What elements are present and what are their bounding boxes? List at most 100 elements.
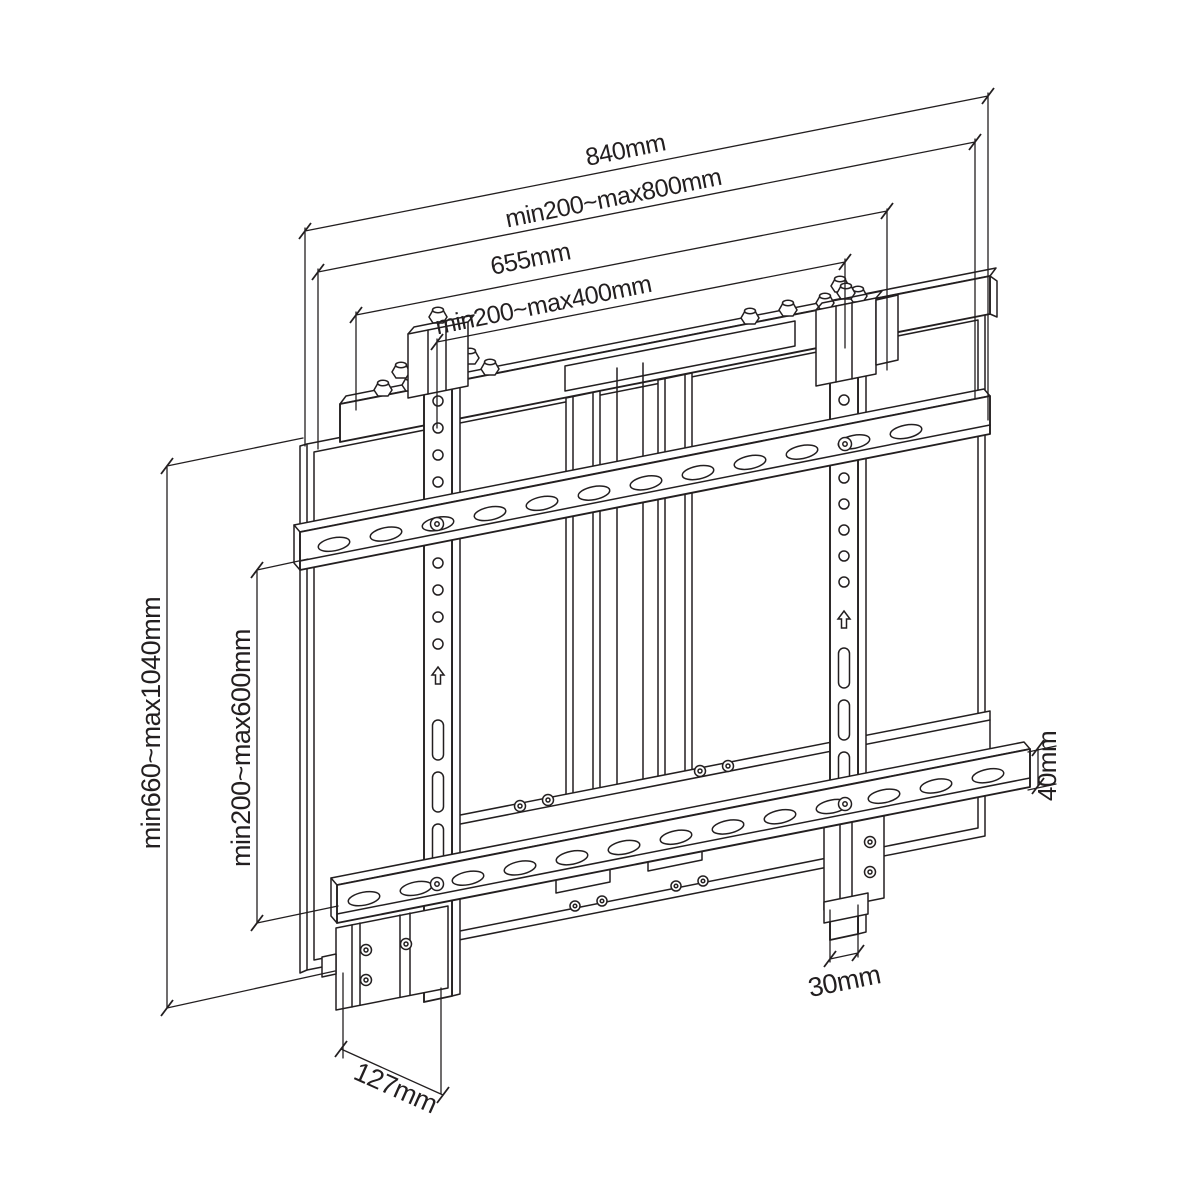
dimension-label-vesa-height-range: min200~max600mm <box>226 629 256 867</box>
screw-head <box>569 900 581 912</box>
up-arrow-icon <box>430 665 446 685</box>
screw-head <box>863 835 877 849</box>
oval-slot <box>451 870 485 887</box>
dimension-tick <box>838 253 852 271</box>
oval-slot <box>347 890 381 907</box>
shelf-screws <box>513 759 735 813</box>
hex-bolt-cap <box>839 282 853 290</box>
dimension-label-depth: 127mm <box>350 1056 442 1119</box>
dimension-label-vesa-width-range: min200~max400mm <box>433 270 654 341</box>
oval-slot <box>525 495 559 512</box>
rail-hole <box>838 498 850 510</box>
screw-head <box>596 895 608 907</box>
screw-head <box>513 799 527 813</box>
rail-hole <box>432 476 444 488</box>
dimension-tick <box>1031 739 1045 757</box>
oval-slot <box>473 505 507 522</box>
screw-center <box>700 878 706 884</box>
right-rail-top-hook <box>815 290 899 387</box>
hex-bolt-cap <box>743 307 757 315</box>
lower-tv-rail <box>330 741 1031 924</box>
screw-center <box>842 801 848 807</box>
foot-screws <box>359 835 877 987</box>
rail-hole <box>432 395 444 407</box>
oval-slot <box>607 839 641 856</box>
hex-bolt-cap <box>483 358 497 366</box>
upper-tv-rail <box>293 388 991 571</box>
dimension-tick <box>160 457 174 475</box>
screw-center <box>673 883 679 889</box>
oval-slot <box>785 444 819 460</box>
screw-center <box>842 441 848 447</box>
dimension-tick <box>430 333 444 351</box>
oval-slot <box>971 767 1005 784</box>
oval-slot <box>889 423 923 440</box>
hex-bolt-cap <box>431 306 445 314</box>
oval-slot <box>317 536 351 553</box>
oval-slot <box>867 788 901 805</box>
dimension-tick <box>851 944 865 962</box>
dimension-tick <box>968 133 982 151</box>
dimension-label-height-range: min660~max1040mm <box>136 597 166 849</box>
screw-center <box>434 881 440 887</box>
oval-slot <box>577 485 611 501</box>
up-arrow-icons <box>430 609 852 685</box>
dimension-tick <box>298 222 312 240</box>
screw-center <box>867 839 873 845</box>
rail-slot <box>431 719 445 761</box>
screw-center <box>363 977 369 983</box>
screw-center <box>572 903 578 909</box>
screw-head <box>429 876 445 892</box>
screw-center <box>867 869 873 875</box>
dimension-lines <box>166 92 1057 1096</box>
dimension-tick <box>334 1040 348 1058</box>
rail-hole <box>838 524 850 536</box>
dimension-tick <box>436 1086 450 1104</box>
dimension-tick <box>823 950 837 968</box>
oval-slot <box>763 808 797 825</box>
rail-hole <box>432 449 444 461</box>
oval-slot <box>369 526 403 542</box>
rail-slot <box>431 771 445 813</box>
screw-center <box>363 947 369 953</box>
oval-slot <box>659 829 693 846</box>
left-rail-top-hook <box>407 314 475 399</box>
rail-hole <box>432 611 444 623</box>
screw-head <box>359 943 373 957</box>
dimension-ticks <box>160 87 1045 1104</box>
screw-head <box>697 875 709 887</box>
oval-slot <box>555 849 589 866</box>
rail-slot <box>837 647 851 689</box>
screw-head <box>429 516 445 532</box>
screw-head <box>359 973 373 987</box>
hex-bolt-cap <box>781 299 795 307</box>
screw-center <box>517 803 523 809</box>
dimension-label-rail-height: 40mm <box>1032 731 1062 801</box>
dimension-label-rail-width: 30mm <box>805 959 882 1003</box>
screw-center <box>545 797 551 803</box>
dimension-tick <box>250 914 264 932</box>
rail-hole <box>432 557 444 569</box>
oval-slot <box>733 454 767 471</box>
dimension-tick <box>349 306 363 324</box>
rail-hole <box>838 550 850 562</box>
upper-rail-slots <box>317 423 923 553</box>
hex-bolt-cap <box>376 379 390 387</box>
dimension-tick <box>160 999 174 1017</box>
screw-head <box>837 796 853 812</box>
lower-rail-slots <box>347 767 1005 907</box>
screw-center <box>403 941 409 947</box>
dimension-label-overall-width: 840mm <box>583 129 668 172</box>
up-arrow-icon <box>836 609 852 629</box>
dimension-tick <box>1031 777 1045 795</box>
rail-hole <box>838 472 850 484</box>
dimension-label-inner-width: 655mm <box>488 238 573 281</box>
oval-slot <box>629 474 663 491</box>
screw-center <box>599 898 605 904</box>
oval-slot <box>503 860 537 876</box>
oval-slot <box>711 819 745 835</box>
hex-bolt-cap <box>818 292 832 300</box>
oval-slot <box>681 464 715 481</box>
